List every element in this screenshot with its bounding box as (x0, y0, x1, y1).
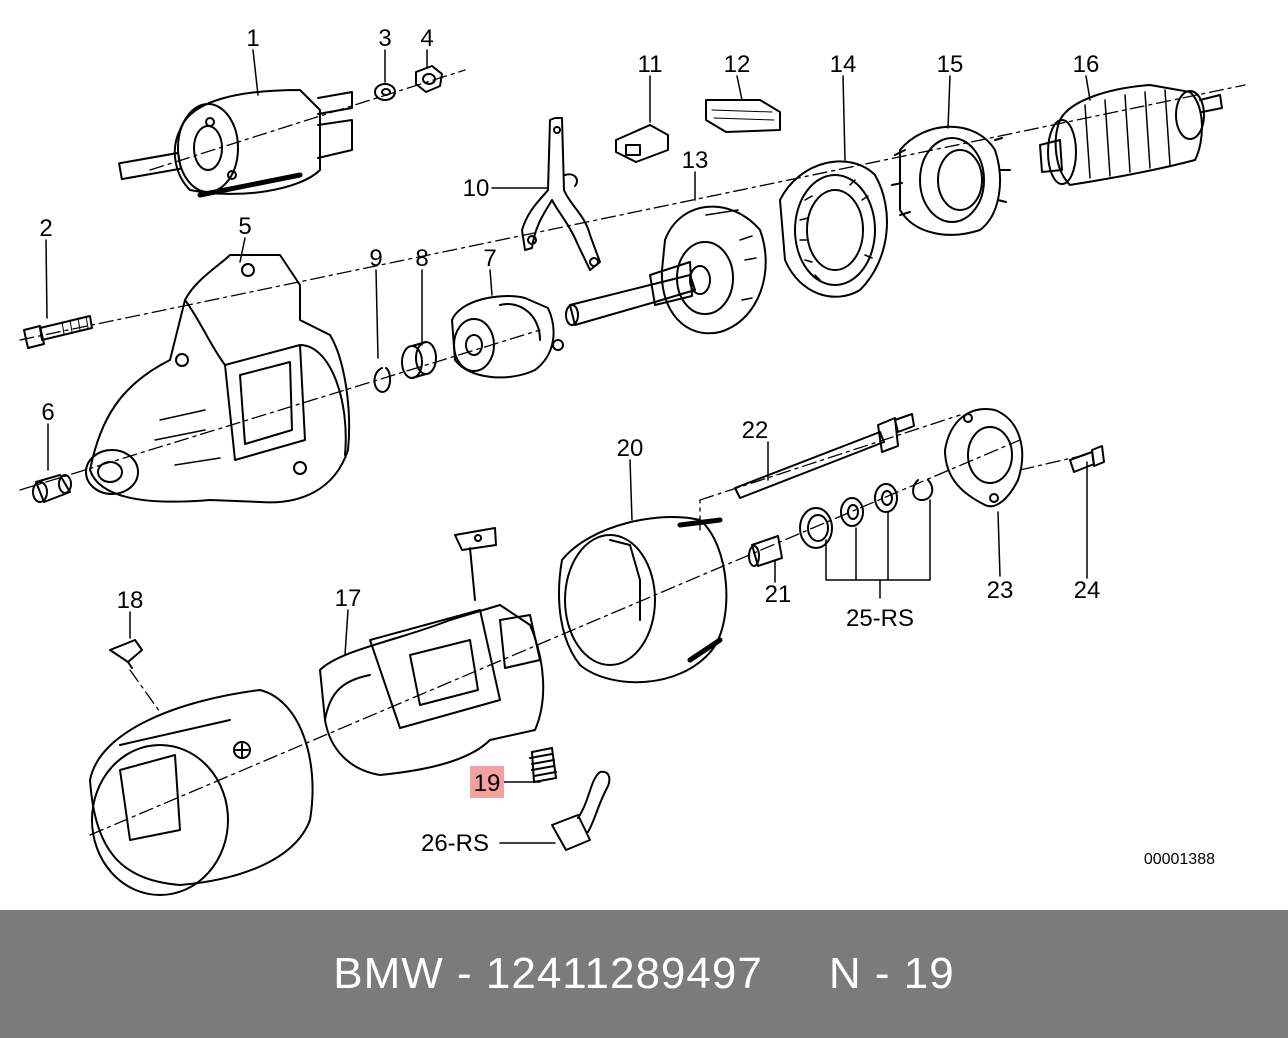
label-part-26: 26-RS (421, 830, 489, 857)
label-part-25: 25-RS (846, 605, 914, 632)
part-21-bushing (748, 535, 783, 567)
commutator-end-housing (89, 689, 314, 896)
part-10-fork (521, 117, 601, 271)
part-2-bolt (23, 315, 93, 349)
label-part-16: 16 (1073, 51, 1100, 78)
part-1-solenoid (118, 89, 353, 198)
part-20-yoke (558, 516, 728, 684)
part-26-brush (551, 770, 611, 851)
label-part-3: 3 (378, 25, 391, 52)
part-5-housing (85, 254, 351, 504)
part-24-screw (1069, 445, 1105, 473)
label-part-14: 14 (830, 51, 857, 78)
label-part-2: 2 (39, 215, 52, 242)
highlight-box (470, 766, 504, 798)
part-23-end-cap (944, 408, 1024, 508)
label-part-11: 11 (638, 51, 663, 78)
label-part-8: 8 (415, 245, 428, 272)
part-4-nut (415, 65, 443, 93)
label-part-10: 10 (463, 175, 490, 202)
label-part-1: 1 (246, 25, 259, 52)
label-part-23: 23 (987, 577, 1014, 604)
part-13-bearing-plate (565, 205, 767, 335)
part-3-washer (374, 83, 396, 101)
label-part-17: 17 (335, 585, 362, 612)
label-part-24: 24 (1074, 577, 1101, 604)
label-part-4: 4 (420, 25, 433, 52)
footer-bar: BMW - 12411289497 N - 19 (0, 910, 1288, 1038)
label-part-12: 12 (724, 51, 751, 78)
part-6-bushing (32, 474, 72, 503)
label-part-9: 9 (369, 245, 382, 272)
part-15-carrier (891, 125, 1011, 236)
label-part-15: 15 (937, 51, 964, 78)
part-8-stop-ring (401, 341, 437, 379)
label-part-5: 5 (238, 213, 251, 240)
label-part-20: 20 (617, 435, 644, 462)
part-16-armature (1039, 84, 1223, 186)
part-9-circlip (373, 367, 392, 393)
reference-number: 00001388 (1144, 851, 1215, 868)
part-7-pinion (451, 295, 564, 379)
part-18-screw (109, 639, 143, 669)
part-11-clip (615, 124, 669, 163)
label-part-22: 22 (742, 417, 769, 444)
part-19-spring (529, 747, 557, 783)
label-part-19: 19 (474, 770, 501, 797)
part-22-through-bolt (734, 413, 915, 499)
part-17-brush-holder (319, 527, 545, 776)
part-12-brush-set (705, 99, 781, 133)
part-25-seals (799, 479, 934, 549)
label-part-21: 21 (765, 581, 792, 608)
label-part-7: 7 (483, 245, 496, 272)
label-part-18: 18 (117, 587, 144, 614)
label-part-6: 6 (41, 399, 54, 426)
label-part-13: 13 (682, 147, 709, 174)
exploded-parts-diagram: 1 2 3 4 5 6 7 8 9 10 11 12 13 14 15 16 1… (19, 25, 1246, 896)
part-14-ring-gear (779, 160, 888, 298)
part-number-caption: BMW - 12411289497 N - 19 (333, 949, 955, 998)
